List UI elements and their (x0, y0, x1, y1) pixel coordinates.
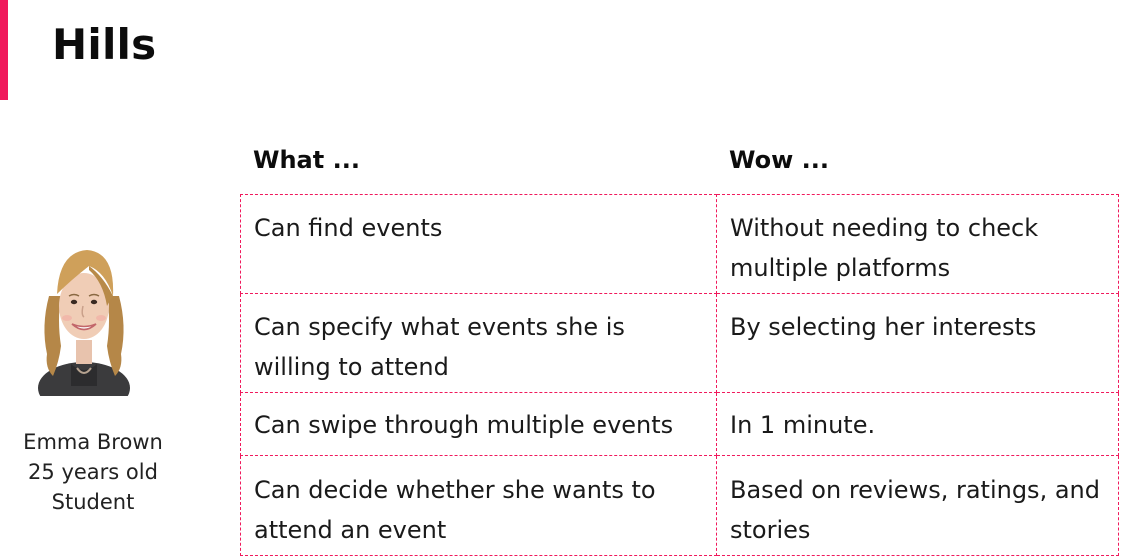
table-row: Can swipe through multiple events In 1 m… (240, 392, 1119, 456)
what-cell: Can decide whether she wants to attend a… (240, 455, 717, 556)
hills-header-row: What ... Wow ... (240, 140, 1118, 194)
persona-age: 25 years old (28, 460, 158, 484)
what-cell: Can find events (240, 194, 717, 294)
hills-table: Can find events Without needing to check… (240, 194, 1119, 556)
wow-column-header: Wow ... (729, 146, 829, 174)
wow-cell: Based on reviews, ratings, and stories (716, 455, 1119, 556)
table-row: Can specify what events she is willing t… (240, 293, 1119, 393)
wow-cell: By selecting her interests (716, 293, 1119, 393)
wow-cell: Without needing to check multiple platfo… (716, 194, 1119, 294)
table-row: Can find events Without needing to check… (240, 194, 1119, 294)
hills-grid: What ... Wow ... Can find events Without… (240, 140, 1119, 556)
page-title: Hills (52, 20, 157, 69)
persona-role: Student (51, 490, 135, 514)
what-column-header: What ... (253, 146, 360, 174)
what-cell: Can specify what events she is willing t… (240, 293, 717, 393)
title-accent-bar (0, 0, 8, 100)
persona-details: Emma Brown 25 years old Student (0, 427, 186, 517)
persona-photo-icon (38, 250, 130, 396)
persona-name: Emma Brown (23, 430, 163, 454)
table-row: Can decide whether she wants to attend a… (240, 455, 1119, 556)
wow-cell: In 1 minute. (716, 392, 1119, 456)
what-cell: Can swipe through multiple events (240, 392, 717, 456)
